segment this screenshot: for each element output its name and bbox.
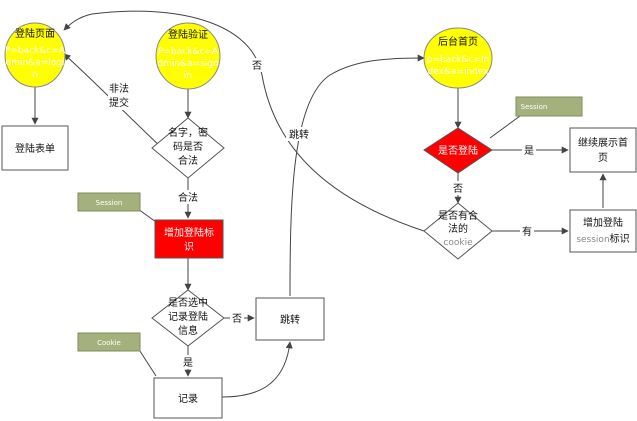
tag-cookie-left-label: Cookie [97, 339, 121, 347]
node-add-session-flag-line2: session标识 [576, 233, 629, 245]
node-login-page-line2: dmin&a=logi [6, 58, 65, 68]
node-add-session-flag-session-word: session [576, 235, 609, 245]
node-add-session-flag: 增加登陆 session标识 [569, 209, 637, 253]
node-check-credentials-line1: 名字，密 [168, 126, 208, 139]
edge-jump-to-home [289, 54, 425, 297]
node-add-login-flag-line1: 增加登陆标 [164, 226, 214, 239]
node-check-cookie: 是否有合 法的 cookie [423, 202, 493, 260]
tag-connector-cookie-left [137, 347, 157, 377]
node-check-credentials: 名字，密 码是否 合法 [151, 117, 225, 179]
edge-label-legal: 合法 [178, 191, 198, 204]
edge-label-yes-mid: 是 [183, 357, 193, 369]
node-check-cookie-line2: 法的 [448, 222, 468, 235]
node-check-cookie-line3: cookie [443, 238, 473, 248]
edge-label-illegal-2: 提交 [109, 96, 129, 109]
node-check-credentials-line2: 码是否 [173, 141, 203, 153]
node-login-verify-line3: in [184, 71, 192, 81]
edge-label-bg-illegal [108, 80, 130, 110]
edge-label-bg-no-top [250, 58, 264, 72]
node-add-session-flag-mark-word: 标识 [610, 233, 630, 245]
node-show-home-line2: 页 [598, 152, 608, 164]
tag-cookie-left: Cookie [77, 332, 141, 352]
tag-connector-session-left [137, 208, 157, 223]
edge-label-illegal-1: 非法 [109, 82, 129, 95]
edge-label-no-top: 否 [252, 60, 262, 72]
node-record-label: 记录 [178, 393, 198, 405]
node-check-remember: 是否选中 记录登陆 信息 [151, 289, 225, 347]
node-add-login-flag: 增加登陆标 识 [154, 219, 224, 259]
node-login-page-title: 登陆页面 [15, 27, 55, 40]
edge-label-no-right: 否 [453, 183, 463, 195]
node-login-verify-line2: dmin&a=sign [157, 59, 218, 69]
node-jump: 跳转 [255, 297, 325, 341]
edge-label-jump: 跳转 [289, 128, 309, 141]
edge-cookie-to-loginpage [63, 10, 425, 232]
edge-label-bg-yes-mid [181, 355, 195, 369]
node-admin-home-line1: p=back&c=In [427, 55, 490, 65]
node-check-remember-line3: 信息 [178, 324, 198, 337]
node-login-form-label: 登陆表单 [15, 142, 55, 155]
edge-label-bg-legal [176, 190, 200, 204]
node-login-form: 登陆表单 [1, 125, 69, 171]
node-login-verify-title: 登陆验证 [168, 28, 208, 41]
node-check-logged-in: 是否登陆 [423, 127, 493, 174]
node-login-page: 登陆页面 P=back&c=A dmin&a=logi n [4, 22, 66, 88]
node-admin-home-title: 后台首页 [438, 35, 478, 48]
node-admin-home-line2: dex&a=index [427, 67, 489, 77]
node-admin-home: 后台首页 p=back&c=In dex&a=index [423, 27, 493, 89]
node-check-remember-line2: 记录登陆 [168, 310, 208, 323]
node-jump-label: 跳转 [280, 313, 300, 326]
node-login-page-line3: n [32, 70, 38, 80]
node-show-home-line1: 继续展示首 [578, 136, 628, 149]
edge-label-bg-jump [286, 127, 312, 141]
edge-label-bg-no-right [451, 181, 465, 195]
tag-session-right: Session [515, 96, 583, 117]
tag-session-left: Session [77, 192, 141, 212]
node-login-verify: 登陆验证 P=back&c=A dmin&a=sign in [155, 22, 221, 90]
edge-label-yes-right: 是 [524, 145, 534, 157]
edge-label-has: 有 [522, 225, 532, 238]
node-login-verify-line1: P=back&c=A [158, 47, 219, 57]
edge-label-bg-no-mid [230, 311, 244, 325]
edge-label-no-mid: 否 [232, 313, 242, 325]
node-check-logged-in-label: 是否登陆 [438, 144, 478, 157]
node-record: 记录 [153, 377, 223, 419]
edge-record-to-jump [221, 341, 293, 398]
edge-label-bg-yes-right [522, 143, 536, 157]
tag-session-right-label: Session [521, 103, 548, 111]
node-show-home: 继续展示首 页 [569, 127, 637, 173]
node-check-cookie-line1: 是否有合 [438, 209, 478, 222]
node-check-credentials-line3: 合法 [178, 154, 198, 167]
node-login-page-line1: P=back&c=A [5, 46, 66, 56]
node-add-session-flag-line1: 增加登陆 [583, 216, 623, 229]
tag-connector-session-right [489, 115, 521, 139]
node-check-remember-line1: 是否选中 [168, 296, 208, 309]
tag-session-left-label: Session [96, 199, 123, 207]
node-add-login-flag-line2: 识 [184, 241, 194, 253]
edge-label-bg-has [520, 224, 534, 238]
